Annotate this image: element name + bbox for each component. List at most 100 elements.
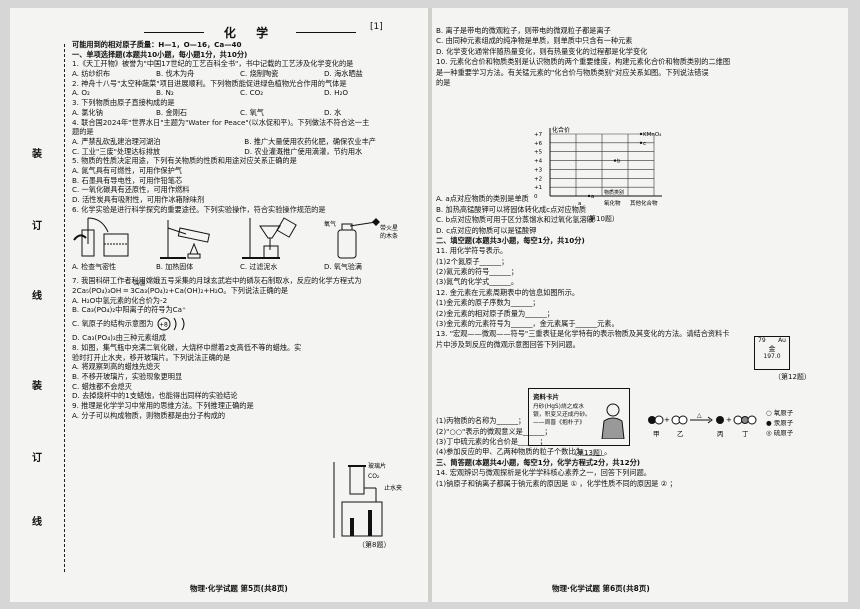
question-13-cont: 片中涉及到反应的微观示意图回答下列问题。 (436, 339, 580, 349)
card-line: 银，积变又还成丹砂。 (533, 412, 591, 418)
svg-text:+: + (664, 416, 670, 424)
figure-caption: D. 氧气验满 (324, 262, 362, 271)
question-11: 11. 用化学符号表示。 (436, 246, 508, 256)
binding-margin: 装 订 线 装 订 线 (10, 8, 68, 602)
page-title: 化 学 (130, 24, 370, 41)
y-tick-label: +6 (534, 141, 543, 147)
left-content: 可能用到的相对原子质量：H—1，O—16，Ca—40 一、单项选择题(本题共10… (72, 40, 422, 420)
question-4-cont: 题的是 (72, 127, 94, 137)
x-axis-label: 物质类别 (604, 189, 624, 196)
equation: 2Ca₅(PO₄)₃OH ═ 3Ca₃(PO₄)₂+Ca(OH)₂+H₂O。下列… (72, 281, 422, 296)
margin-mark: [1] (370, 22, 383, 32)
x-tick-label: 氧化物 (604, 199, 621, 207)
fig-label: 玻璃片 (368, 462, 386, 470)
option: B. Ca₃(PO₄)₂中阳离子的符号为Ca⁺ (72, 305, 186, 315)
y-tick-label: +1 (534, 185, 542, 191)
x-tick-label: a (578, 201, 581, 207)
question-10-cont: 是一种重要学习方法。有关锰元素的"化合价与物质类别"对应关系如图。下列说法错误 (436, 67, 709, 77)
option: D. 海水晒盐 (324, 69, 363, 79)
point-label: a (591, 194, 594, 200)
sub-item: (2)金元素的相对原子质量为______； (436, 308, 554, 318)
binding-label: 装 (32, 381, 42, 392)
option: C. CO₂ (240, 88, 264, 98)
y-tick-label: +5 (534, 150, 543, 156)
heating-illustration (160, 220, 210, 260)
option: A. 分子可以构成物质，则物质都是由分子构成的 (72, 410, 226, 420)
option: D. c点对应的物质可以是锰酸钾 (436, 225, 537, 235)
data-point (639, 132, 643, 136)
option: C. 一氧化碳具有还原性，可用作燃料 (72, 185, 190, 195)
question-8-cont: 验时打开止水夹，移开玻璃片。下列说法正确的是 (72, 352, 231, 362)
option: D. 活性炭具有吸附性，可用作冰箱除味剂 (72, 195, 205, 204)
airtightness-illustration (73, 217, 129, 257)
binding-label: 订 (32, 221, 42, 232)
fig-label: 的木条 (380, 232, 398, 240)
question-6: 6. 化学实验是进行科学探究的重要途径。下列实验操作，符合实验操作规范的是 (72, 204, 326, 214)
sub-item: (3)氮气的化学式______。 (436, 277, 519, 287)
page-footer: 物理·化学试题 第5页(共8页) (190, 584, 288, 593)
figure-oxygen-test: 氧气 带火星 的木条 D. 氧气验满 (324, 214, 402, 272)
figure-caption: （第12题） (774, 373, 811, 381)
molecule-label: 丁 (742, 430, 749, 438)
page-footer: 物理·化学试题 第6页(共8页) (552, 584, 650, 593)
card-line: 丹砂(HgS)烧之成水 (533, 404, 585, 410)
oxygen-test-illustration: 氧气 带火星 的木条 (324, 218, 398, 259)
card-title: 资料卡片 (533, 393, 559, 401)
data-point (639, 141, 643, 145)
sub-item: (2)氦元素的符号______； (436, 267, 519, 277)
option: A. a点对应物质的类别是单质 (436, 194, 529, 204)
equation-condition: 高温 (134, 281, 146, 288)
data-point (587, 194, 591, 198)
molecule-label: 丙 (717, 430, 724, 438)
sub-item: (1)2个氮原子______； (436, 256, 509, 266)
option-text: C. 氧原子的结构示意图为 (72, 319, 154, 329)
options-2: A. O₂ B. N₂ C. CO₂ D. H₂O (72, 88, 422, 98)
legend-item: ○ 氧原子 (766, 409, 794, 417)
option: C. 氧气 (240, 107, 264, 117)
option: B. 金刚石 (156, 107, 188, 117)
sub-item: (4)参加反应的甲、乙两种物质的粒子个数比为______。 (436, 447, 612, 457)
option: B. 伐木为舟 (156, 69, 195, 79)
binding-label: 订 (32, 453, 42, 464)
y-tick-label: +2 (534, 176, 542, 182)
option: A. 氯化钠 (72, 107, 103, 117)
option: A. O₂ (72, 88, 90, 98)
atomic-masses: 可能用到的相对原子质量：H—1，O—16，Ca—40 (72, 40, 242, 49)
option: D. H₂O (324, 88, 349, 98)
sub-item: (1)钠原子和钠离子都属于钠元素的原因是 ① ，化学性质不同的原因是 ② ； (436, 478, 677, 488)
exam-sheet: 装 订 线 装 订 线 化 学 [1] 可能用到的相对原子质量：H—1，O—16… (10, 8, 848, 602)
fig-label: 止水夹 (384, 484, 402, 492)
page-fold (428, 8, 432, 602)
point-label: b (617, 159, 621, 165)
option: D. 水 (324, 107, 342, 117)
nucleus-charge: +8 (159, 322, 168, 329)
option: C. b点对应物质可用于区分蒸馏水和过氧化氢溶液 (436, 215, 594, 225)
option: B. 石墨具有导电性，可用作铅笔芯 (72, 175, 183, 185)
option: A. 将观察到高的蜡烛先熄灭 (72, 362, 161, 372)
atomic-number: 79 (758, 337, 766, 344)
fig-label: 氧气 (324, 220, 336, 228)
q8-figure: 玻璃片 CO₂ 止水夹 （第8题） (328, 460, 418, 550)
y-tick-label: +7 (534, 132, 543, 138)
sub-item: (2)"○○"表示的微观意义是______； (436, 426, 552, 436)
option: A. 氮气具有可燃性，可用作保护气 (72, 165, 182, 175)
question-9: 9. 推理是化学学习中常用的思维方法。下列推理正确的是 (72, 400, 254, 410)
option: A. 严禁乱砍乱建治理河湖泊 (72, 136, 161, 146)
y-tick-label: +3 (534, 167, 543, 173)
option: C. 氧原子的结构示意图为 +8 (72, 315, 422, 333)
left-page: 装 订 线 装 订 线 化 学 [1] 可能用到的相对原子质量：H—1，O—16… (10, 8, 428, 602)
question-7: 7. 我国科研工作者利用嫦娥五号采集的月球玄武岩中的磷灰石制取水，反应的化学方程… (72, 276, 362, 286)
periodic-cell: 79 Au 金 197.0 (754, 336, 790, 370)
option: A. H₂O中氢元素的化合价为-2 (72, 295, 168, 305)
option: C. 烧制陶瓷 (240, 69, 279, 79)
option: B. 不移开玻璃片，实验现象更明显 (72, 371, 183, 381)
sub-item: (3)金元素的元素符号为______，金元素属于______元素。 (436, 319, 619, 329)
section-heading: 三、简答题(本题共4小题，每空1分，化学方程式2分，共12分) (436, 457, 641, 467)
fig-label: CO₂ (368, 473, 380, 480)
question-2: 2. 神舟十八号"太空种蔬菜"项目进展顺利。下列物质能促进绿色植物光合作用的气体… (72, 78, 347, 88)
chart-caption: （第10题） (582, 215, 619, 223)
option: D. 化学变化通常伴随热量变化，则有热量变化的过程都是化学变化 (436, 46, 648, 56)
sub-item: (1)丙物质的名称为______； (436, 416, 526, 426)
reaction-diagram: + △ + 甲 乙 丙 丁 (644, 410, 784, 442)
card-body: 丹砂(HgS)烧之成水 银，积变又还成丹砂。 ——周晋《抱朴子》 (529, 403, 595, 427)
